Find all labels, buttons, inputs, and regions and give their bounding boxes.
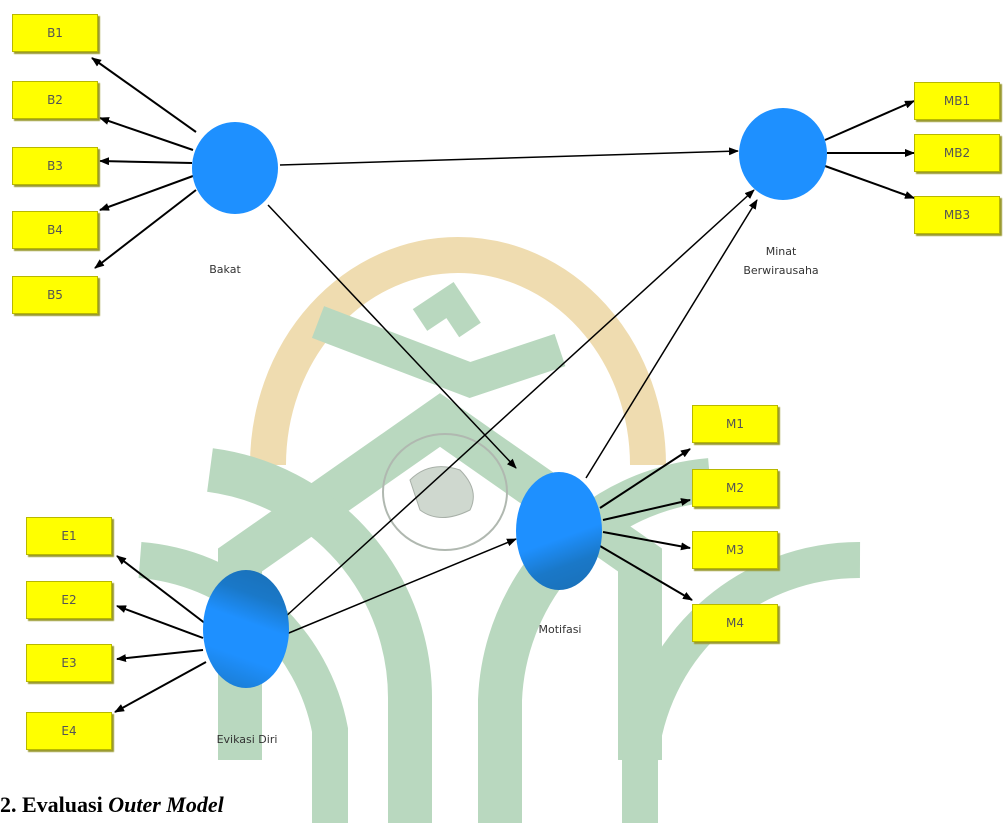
indicator-e2[interactable]: E2 — [26, 581, 112, 619]
label-evikasi-diri: Evikasi Diri — [216, 733, 278, 746]
indicator-m4[interactable]: M4 — [692, 604, 778, 642]
indicator-e4[interactable]: E4 — [26, 712, 112, 750]
label-minat-line1: Minat — [765, 245, 797, 258]
indicator-m3[interactable]: M3 — [692, 531, 778, 569]
motifasi-outer-arrows — [599, 448, 693, 601]
indicator-m1[interactable]: M1 — [692, 405, 778, 443]
indicator-b3[interactable]: B3 — [12, 147, 98, 185]
caption-italic: Outer Model — [108, 792, 224, 817]
indicator-b4[interactable]: B4 — [12, 211, 98, 249]
label-minat-line2: Berwirausaha — [743, 264, 819, 277]
indicator-e3[interactable]: E3 — [26, 644, 112, 682]
indicator-m2[interactable]: M2 — [692, 469, 778, 507]
structural-paths — [267, 147, 758, 636]
indicator-e1[interactable]: E1 — [26, 517, 112, 555]
latent-bakat[interactable] — [192, 122, 278, 214]
indicator-mb2[interactable]: MB2 — [914, 134, 1000, 172]
latent-minat-berwirausaha[interactable] — [739, 108, 827, 200]
indicator-mb1[interactable]: MB1 — [914, 82, 1000, 120]
label-motifasi: Motifasi — [538, 623, 582, 636]
indicator-b5[interactable]: B5 — [12, 276, 98, 314]
section-caption: 2. Evaluasi Outer Model — [0, 792, 224, 818]
latent-motifasi[interactable] — [516, 472, 602, 590]
minat-outer-arrows — [824, 100, 915, 199]
indicator-b1[interactable]: B1 — [12, 14, 98, 52]
evikasi-outer-arrows — [114, 555, 207, 713]
bakat-outer-arrows — [91, 57, 197, 269]
latent-evikasi-diri[interactable] — [203, 570, 289, 688]
indicator-b2[interactable]: B2 — [12, 81, 98, 119]
caption-prefix: 2. Evaluasi — [0, 792, 109, 817]
indicator-mb3[interactable]: MB3 — [914, 196, 1000, 234]
label-bakat: Bakat — [209, 263, 241, 276]
label-minat: Minat Berwirausaha — [735, 242, 827, 280]
